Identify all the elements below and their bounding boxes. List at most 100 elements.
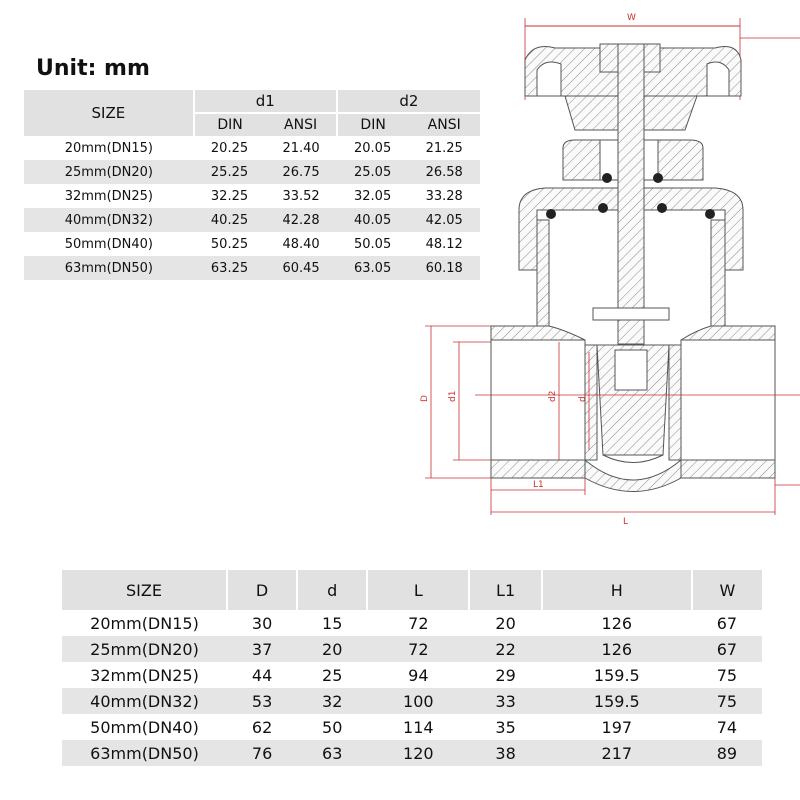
cell-d1-ansi: 60.45 (265, 256, 337, 280)
header-l1: L1 (469, 570, 543, 610)
cell-h: 217 (541, 740, 692, 766)
table-row: 32mm(DN25) 32.25 33.52 32.05 33.28 (24, 184, 480, 208)
header-d1: d1 (193, 90, 338, 114)
cell-size: 40mm(DN32) (62, 688, 227, 714)
table-row: 25mm(DN20) 37 20 72 22 126 67 (62, 636, 762, 662)
cell-size: 20mm(DN15) (90, 613, 199, 633)
cell-d1-ansi: 48.40 (282, 236, 320, 252)
header-d1-din: DIN (193, 113, 266, 136)
cell-size: 63mm(DN50) (62, 740, 227, 766)
cell-inner-d: 20 (297, 636, 368, 662)
cell-h: 197 (601, 717, 633, 737)
table-row: 20mm(DN15) 30 15 72 20 126 67 (62, 610, 762, 636)
cell-l: 72 (367, 636, 470, 662)
cell-h: 126 (541, 636, 692, 662)
cell-outer-d: 62 (251, 717, 273, 737)
cell-outer-d: 53 (227, 688, 298, 714)
cell-l1: 35 (495, 717, 516, 737)
cell-w: 89 (691, 740, 762, 766)
dimension-l: L (491, 478, 800, 525)
cell-size: 32mm(DN25) (64, 188, 154, 204)
cell-inner-d: 25 (322, 665, 343, 685)
cell-l1: 38 (469, 740, 542, 766)
cell-d1-ansi: 42.28 (265, 208, 337, 232)
header-size: SIZE (24, 90, 195, 136)
table-row: 63mm(DN50) 63.25 60.45 63.05 60.18 (24, 256, 480, 280)
cell-d1-din: 25.25 (193, 160, 266, 184)
header-outer-d: D (227, 570, 299, 610)
cell-size: 63mm(DN50) (24, 256, 194, 280)
cell-size: 25mm(DN20) (24, 160, 194, 184)
header-d2-ansi: ANSI (408, 113, 480, 136)
cell-d1-din: 63.25 (193, 256, 266, 280)
cell-d2-ansi: 21.25 (425, 140, 463, 156)
cell-d1-ansi: 26.75 (265, 160, 337, 184)
header-size: SIZE (62, 570, 228, 610)
cell-d2-ansi: 33.28 (425, 188, 463, 204)
table-row: 50mm(DN40) 62 50 114 35 197 74 (62, 714, 762, 740)
cell-d1-din: 40.25 (193, 208, 266, 232)
cell-w: 74 (716, 717, 738, 737)
header-h: H (541, 570, 693, 610)
cell-d1-ansi: 33.52 (282, 188, 320, 204)
label-l1: L1 (533, 480, 544, 490)
cell-h: 159.5 (541, 688, 692, 714)
table-row: 25mm(DN20) 25.25 26.75 25.05 26.58 (24, 160, 480, 184)
cell-l1: 33 (469, 688, 542, 714)
cell-l: 100 (367, 688, 470, 714)
cell-w: 67 (716, 613, 738, 633)
header-l: L (367, 570, 471, 610)
label-w: W (627, 13, 636, 23)
cell-d2-din: 63.05 (336, 256, 409, 280)
cell-d2-din: 32.05 (354, 188, 392, 204)
table-row: 40mm(DN32) 40.25 42.28 40.05 42.05 (24, 208, 480, 232)
cell-d1-din: 50.25 (210, 236, 249, 252)
cell-inner-d: 63 (297, 740, 368, 766)
cell-h: 159.5 (593, 665, 640, 685)
table-row: 32mm(DN25) 44 25 94 29 159.5 75 (62, 662, 762, 688)
valve-cross-section-diagram: W (420, 13, 800, 525)
stem-and-wedge (592, 43, 670, 463)
cell-l: 72 (408, 613, 429, 633)
cell-size: 32mm(DN25) (90, 665, 199, 685)
cell-d2-ansi: 60.18 (408, 256, 480, 280)
cell-d2-ansi: 26.58 (408, 160, 480, 184)
label-d-outer: D (420, 395, 430, 402)
cell-d1-din: 32.25 (210, 188, 249, 204)
dimension-table: SIZE D d L L1 H W 20mm(DN15) 30 15 72 20… (62, 570, 762, 766)
header-d2: d2 (336, 90, 480, 114)
cell-outer-d: 30 (251, 613, 273, 633)
cell-d2-ansi: 42.05 (408, 208, 480, 232)
header-d2-din: DIN (336, 113, 409, 136)
header-d1-ansi: ANSI (265, 113, 338, 136)
cell-size: 50mm(DN40) (90, 717, 199, 737)
cell-d2-din: 40.05 (336, 208, 409, 232)
cell-d2-din: 25.05 (336, 160, 409, 184)
label-d1: d1 (448, 391, 458, 402)
cell-outer-d: 76 (227, 740, 298, 766)
cell-l: 120 (367, 740, 470, 766)
cell-d1-ansi: 21.40 (282, 140, 320, 156)
cell-l1: 20 (495, 613, 516, 633)
cell-inner-d: 32 (297, 688, 368, 714)
cell-w: 75 (691, 688, 762, 714)
cell-inner-d: 15 (322, 613, 343, 633)
cell-w: 67 (691, 636, 762, 662)
cell-outer-d: 44 (251, 665, 273, 685)
cell-size: 50mm(DN40) (64, 236, 154, 252)
cell-size: 20mm(DN15) (64, 140, 154, 156)
label-l: L (623, 517, 628, 525)
cell-d2-ansi: 48.12 (425, 236, 463, 252)
table-row: 40mm(DN32) 53 32 100 33 159.5 75 (62, 688, 762, 714)
cell-l1: 22 (469, 636, 542, 662)
cell-outer-d: 37 (227, 636, 298, 662)
cell-d1-din: 20.25 (210, 140, 249, 156)
cell-l1: 29 (495, 665, 516, 685)
dimension-d1: d1 (448, 341, 491, 461)
cell-l: 94 (408, 665, 429, 685)
dimension-l1: L1 (490, 478, 586, 515)
table-row: 20mm(DN15) 20.25 21.40 20.05 21.25 (24, 136, 480, 160)
cell-inner-d: 50 (322, 717, 343, 737)
header-inner-d: d (297, 570, 369, 610)
valve-body (490, 219, 776, 492)
